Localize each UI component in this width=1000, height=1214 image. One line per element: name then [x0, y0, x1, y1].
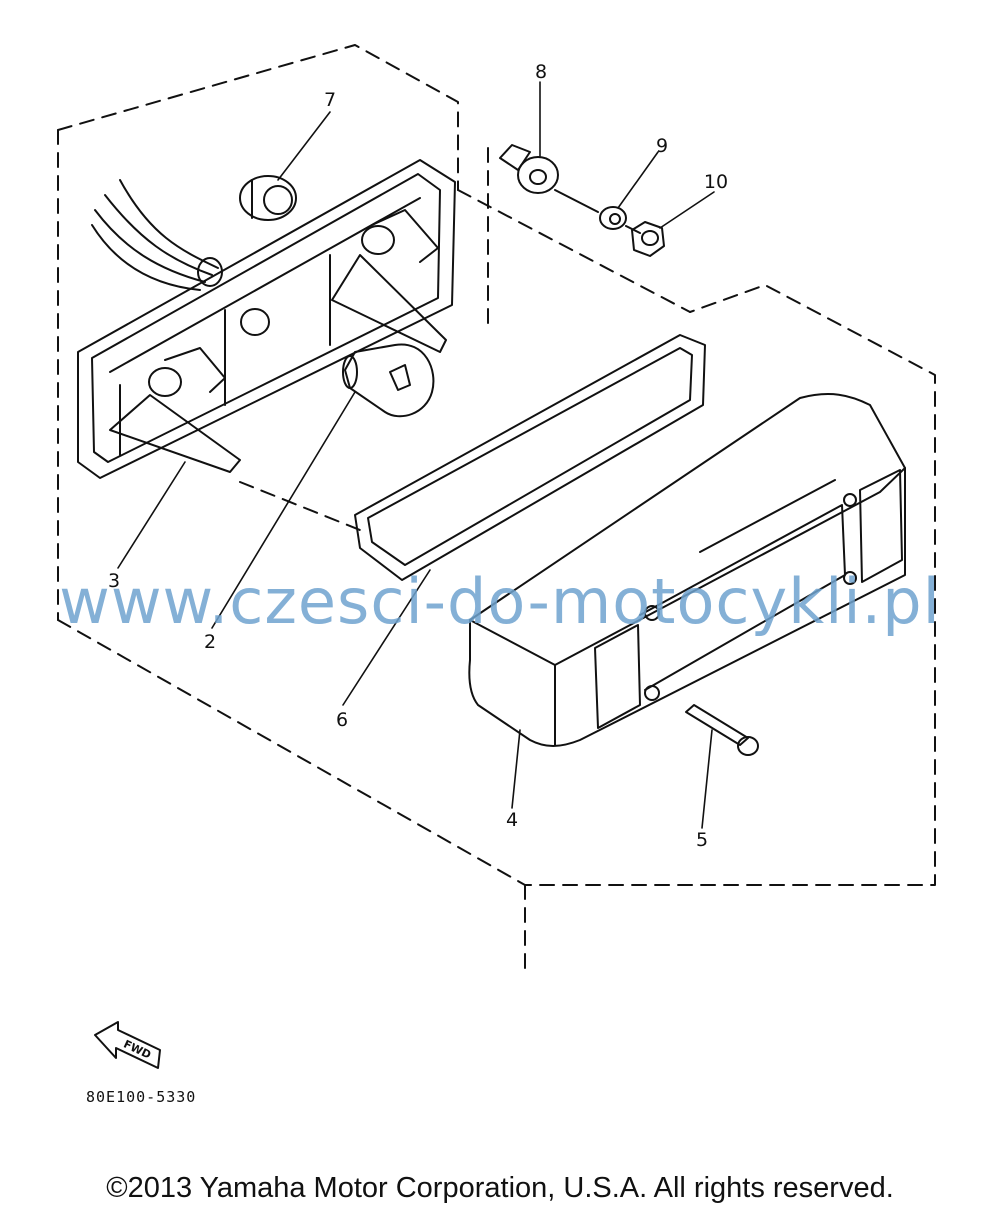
callout-2: 2	[204, 631, 216, 653]
callout-8: 8	[535, 61, 547, 83]
screw	[685, 704, 759, 756]
lens	[468, 393, 906, 747]
callout-5: 5	[696, 829, 708, 851]
lamp-housing	[77, 159, 456, 479]
callout-7: 7	[324, 89, 336, 111]
grommet	[239, 175, 297, 221]
watermark: www.czesci-do-motocykli.pl	[59, 565, 941, 638]
callout-4: 4	[506, 809, 518, 831]
callout-9: 9	[656, 135, 668, 157]
callout-6: 6	[336, 709, 348, 731]
callout-10: 10	[704, 171, 728, 193]
diagram-code: 80E100-5330	[86, 1088, 197, 1106]
gasket	[354, 334, 706, 581]
fastener-set	[499, 144, 665, 257]
copyright-notice: ©2013 Yamaha Motor Corporation, U.S.A. A…	[106, 1172, 894, 1204]
assembly-boundary	[57, 44, 936, 969]
bulb	[342, 343, 435, 418]
callout-3: 3	[108, 570, 120, 592]
leader-lines	[117, 81, 715, 829]
forward-arrow-icon	[94, 1021, 161, 1069]
